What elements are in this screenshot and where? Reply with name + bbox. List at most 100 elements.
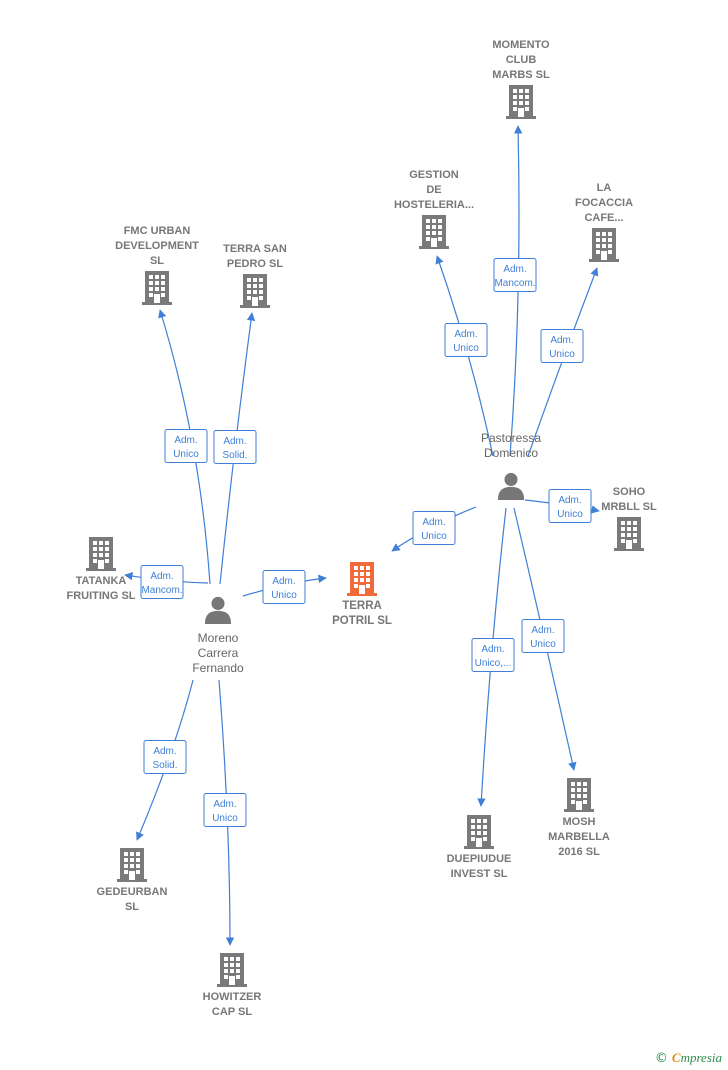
role-label-box bbox=[213, 430, 257, 464]
person-name: Domenico bbox=[484, 446, 538, 460]
edge-role-label[interactable]: Adm.Mancom. bbox=[140, 565, 184, 599]
building-icon bbox=[240, 274, 270, 308]
role-label-text: Adm. bbox=[503, 264, 526, 275]
edge-role-label[interactable]: Adm. Unico bbox=[548, 489, 592, 523]
edge-role-label[interactable]: Adm. Unico bbox=[444, 323, 488, 357]
role-label-text: Adm. bbox=[422, 517, 445, 528]
role-label-text: Unico bbox=[453, 343, 479, 354]
edge-role-label[interactable]: Adm. Solid. bbox=[143, 740, 187, 774]
role-label-text: Unico bbox=[173, 449, 199, 460]
edge-pastoressa-mosh: Adm. Unico bbox=[513, 507, 577, 771]
company-name: MARBELLA bbox=[548, 831, 610, 843]
role-label-box bbox=[164, 429, 208, 463]
company-name: PEDRO SL bbox=[227, 258, 284, 270]
building-icon bbox=[86, 537, 116, 571]
edge-role-label[interactable]: Adm.Solid. bbox=[213, 430, 257, 464]
role-label-text: Adm. bbox=[223, 436, 246, 447]
edge-moreno-tatanka: Adm.Mancom. bbox=[124, 565, 209, 599]
role-label-text: Adm. bbox=[174, 435, 197, 446]
role-label-text: Adm. bbox=[481, 644, 504, 655]
role-label-text: Solid. bbox=[152, 760, 177, 771]
building-icon bbox=[419, 215, 449, 249]
role-label-text: Adm. bbox=[454, 329, 477, 340]
company-name: CLUB bbox=[506, 54, 537, 66]
brand-logo-text: mpresia bbox=[680, 1050, 722, 1065]
edge-role-label[interactable]: Adm.Unico bbox=[203, 793, 247, 827]
person-name: Pastoressa bbox=[481, 431, 541, 445]
edge-pastoressa-terra_potril: Adm. Unico bbox=[391, 506, 477, 552]
company-name: FOCACCIA bbox=[575, 197, 633, 209]
edge-role-label[interactable]: Adm. Unico bbox=[412, 511, 456, 545]
company-name: DUEPIUDUE bbox=[447, 853, 512, 865]
role-label-box bbox=[540, 329, 584, 363]
company-name: TERRA bbox=[342, 600, 382, 612]
company-name: POTRIL SL bbox=[332, 615, 392, 627]
role-label-text: Adm. bbox=[153, 746, 176, 757]
edge-role-label[interactable]: Adm. Unico bbox=[164, 429, 208, 463]
edge-role-label[interactable]: Adm.Unico bbox=[540, 329, 584, 363]
brand-footer: ©Cmpresia bbox=[655, 1050, 722, 1066]
company-name: HOSTELERIA... bbox=[394, 199, 474, 211]
edge-moreno-howitzer: Adm.Unico bbox=[203, 679, 247, 946]
role-label-text: Adm. bbox=[531, 625, 554, 636]
edge-pastoressa-soho: Adm. Unico bbox=[524, 489, 600, 523]
company-node-terra_potril[interactable]: TERRA POTRIL SL bbox=[332, 562, 392, 627]
edge-role-label[interactable]: Adm. Mancom. bbox=[493, 258, 537, 292]
company-name: HOWITZER bbox=[203, 991, 262, 1003]
edge-moreno-terra_san_pedro: Adm.Solid. bbox=[213, 312, 257, 585]
company-name: CAFE... bbox=[584, 212, 623, 224]
person-name: Fernando bbox=[192, 661, 244, 675]
edge-pastoressa-momento: Adm. Mancom. bbox=[493, 125, 537, 457]
role-label-text: Unico bbox=[271, 590, 297, 601]
edge-pastoressa-duepiudue: Adm.Unico,... bbox=[471, 507, 515, 807]
building-icon bbox=[117, 848, 147, 882]
building-icon bbox=[464, 815, 494, 849]
edge-pastoressa-focaccia: Adm.Unico bbox=[527, 267, 599, 457]
company-node-gestion[interactable]: GESTIONDEHOSTELERIA... bbox=[394, 169, 474, 249]
building-icon bbox=[614, 517, 644, 551]
role-label-box bbox=[548, 489, 592, 523]
building-icon bbox=[506, 85, 536, 119]
person-icon bbox=[204, 596, 232, 624]
edge-role-label[interactable]: Adm.Unico,... bbox=[471, 638, 515, 672]
building-icon bbox=[142, 271, 172, 305]
company-node-focaccia[interactable]: LAFOCACCIACAFE... bbox=[575, 182, 633, 262]
building-icon bbox=[217, 953, 247, 987]
company-name: FRUITING SL bbox=[66, 590, 135, 602]
role-label-box bbox=[493, 258, 537, 292]
role-label-box bbox=[471, 638, 515, 672]
role-label-box bbox=[203, 793, 247, 827]
role-label-text: Adm. bbox=[213, 799, 236, 810]
role-label-text: Unico bbox=[530, 639, 556, 650]
edge-pastoressa-gestion: Adm. Unico bbox=[435, 255, 494, 457]
role-label-text: Unico bbox=[549, 349, 575, 360]
copyright-icon: © bbox=[654, 1051, 668, 1066]
role-label-text: Unico bbox=[421, 531, 447, 542]
role-label-text: Adm. bbox=[558, 495, 581, 506]
building-icon bbox=[589, 228, 619, 262]
role-label-text: Unico bbox=[557, 509, 583, 520]
company-name: MOMENTO bbox=[492, 39, 550, 51]
company-name: DEVELOPMENT bbox=[115, 240, 199, 252]
company-name: MRBLL SL bbox=[601, 501, 657, 513]
edge-role-label[interactable]: Adm.Unico bbox=[262, 570, 306, 604]
person-name: Moreno bbox=[198, 631, 239, 645]
role-label-text: Mancom. bbox=[494, 278, 535, 289]
edge-role-label[interactable]: Adm. Unico bbox=[521, 619, 565, 653]
company-name: GESTION bbox=[409, 169, 459, 181]
company-name: FMC URBAN bbox=[124, 225, 191, 237]
company-name: MOSH bbox=[563, 816, 596, 828]
company-name: GEDEURBAN bbox=[97, 886, 168, 898]
